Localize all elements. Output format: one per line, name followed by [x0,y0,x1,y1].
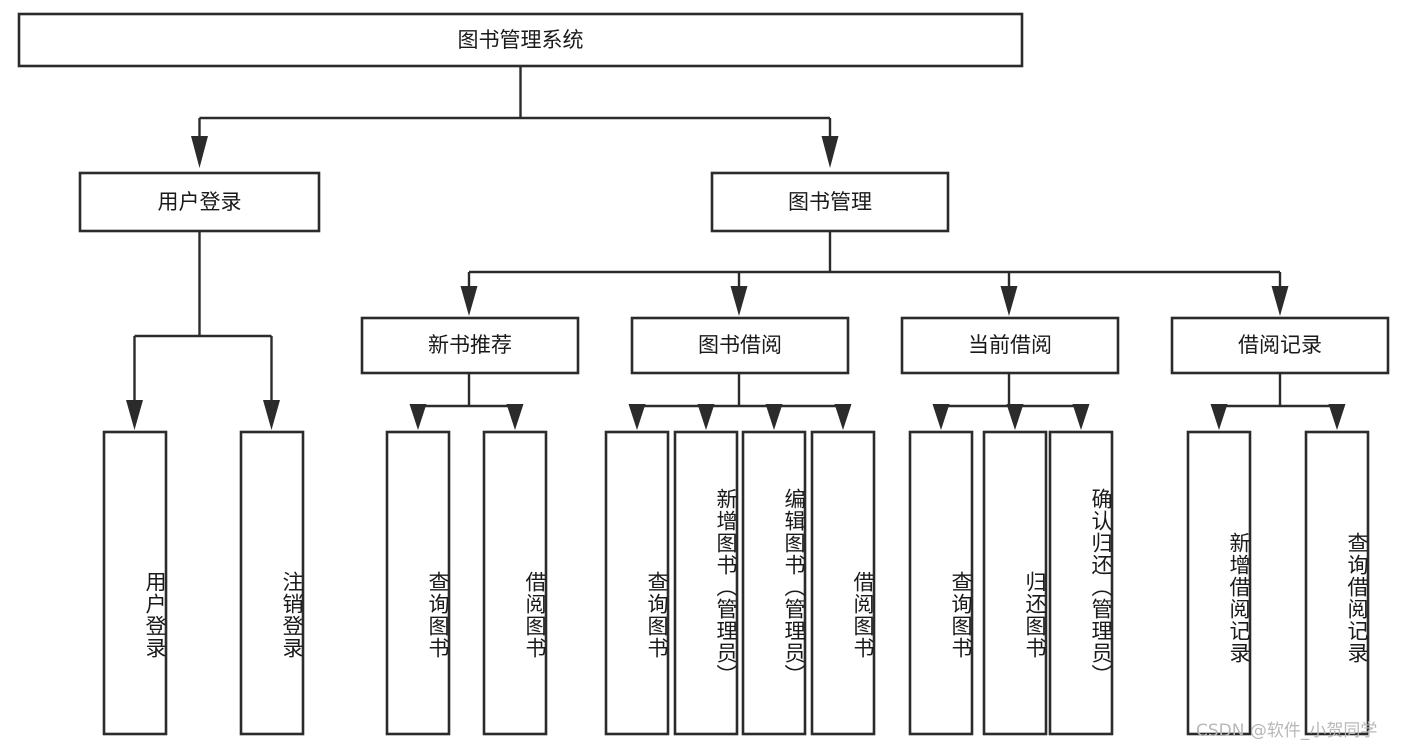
node-new-book-recommend[interactable]: 新书推荐 [360,316,580,375]
node-book-borrow-label: 图书借阅 [698,333,782,357]
arrow-head-icon [1000,286,1018,316]
leaf-query-record-box[interactable] [1304,430,1370,736]
node-user-login-label: 用户登录 [158,190,242,214]
node-new-book-recommend-box[interactable] [360,316,580,375]
node-book-manage-box[interactable] [710,171,950,233]
arrow-head-icon [1210,404,1228,430]
node-book-borrow[interactable]: 图书借阅 [630,316,850,375]
connector-book-borrow-to-leaves [628,373,852,430]
arrow-head-icon [1328,404,1346,430]
arrow-head-icon [506,404,524,430]
connector-current-borrow-to-leaves [932,373,1090,430]
leaf-boxes [102,430,1370,736]
node-book-borrow-box[interactable] [630,316,850,375]
node-root[interactable]: 图书管理系统 [17,12,1024,68]
leaf-logout-box[interactable] [239,430,305,736]
arrow-head-icon [126,400,143,430]
leaf-add-record-box[interactable] [1186,430,1252,736]
leaf-query-book-1-box[interactable] [385,430,451,736]
arrow-head-icon [263,400,280,430]
node-user-login[interactable]: 用户登录 [78,171,321,233]
node-root-box[interactable] [17,12,1024,68]
node-borrow-record[interactable]: 借阅记录 [1170,316,1390,375]
arrow-head-icon [191,136,208,168]
connector-new-book-recommend-to-leaves [409,373,524,430]
arrow-head-icon [697,404,715,430]
arrow-head-icon [460,286,478,316]
node-book-manage[interactable]: 图书管理 [710,171,950,233]
connector-user-login-to-leaves [126,231,280,430]
arrow-head-icon [1006,404,1024,430]
leaf-query-book-2-box[interactable] [604,430,670,736]
node-borrow-record-label: 借阅记录 [1238,333,1322,357]
leaf-add-book-box[interactable] [673,430,739,736]
node-user-login-box[interactable] [78,171,321,233]
node-borrow-record-box[interactable] [1170,316,1390,375]
arrow-head-icon [628,404,646,430]
node-new-book-recommend-label: 新书推荐 [428,333,512,357]
leaf-query-book-3-box[interactable] [908,430,974,736]
node-current-borrow-box[interactable] [900,316,1120,375]
leaf-borrow-book-2-box[interactable] [810,430,876,736]
node-book-manage-label: 图书管理 [788,190,872,214]
connector-book-manage-to-level2 [460,231,1289,316]
leaf-borrow-book-1-box[interactable] [482,430,548,736]
arrow-head-icon [765,404,783,430]
arrow-head-icon [932,404,950,430]
leaf-user-login-box[interactable] [102,430,168,736]
leaf-confirm-return-box[interactable] [1048,430,1114,736]
arrow-head-icon [409,404,427,430]
arrow-head-icon [1271,286,1289,316]
arrow-head-icon [1072,404,1090,430]
arrow-head-icon [834,404,852,430]
node-current-borrow-label: 当前借阅 [968,333,1052,357]
connector-root-to-level1 [191,66,839,168]
connector-borrow-record-to-leaves [1210,373,1346,430]
node-current-borrow[interactable]: 当前借阅 [900,316,1120,375]
arrow-head-icon [730,286,748,316]
node-root-label: 图书管理系统 [458,28,584,52]
csdn-watermark: CSDN @软件_小贺同学 [1196,721,1378,741]
leaf-return-book-box[interactable] [982,430,1048,736]
arrow-head-icon [821,136,839,168]
leaf-edit-book-box[interactable] [741,430,807,736]
